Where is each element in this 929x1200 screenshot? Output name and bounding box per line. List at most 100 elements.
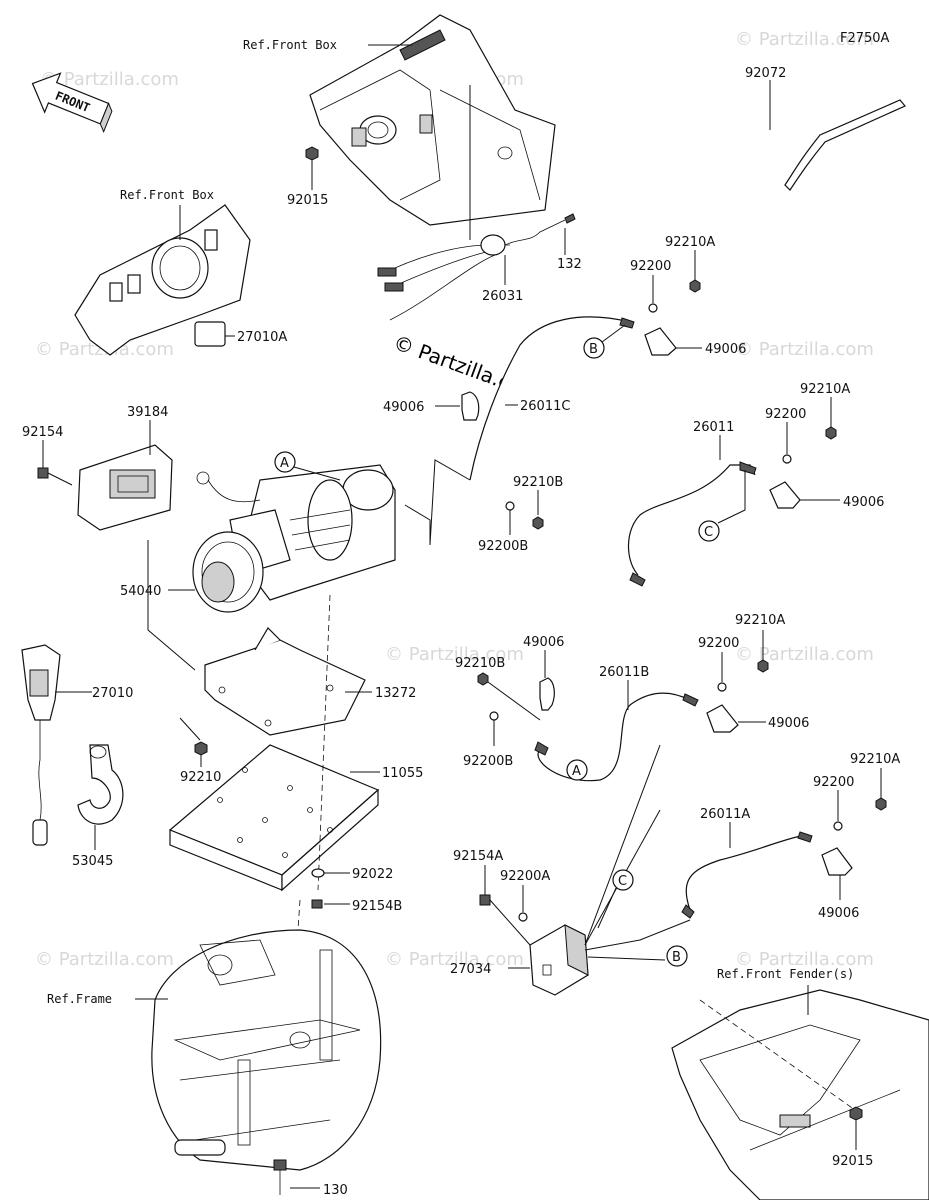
callout-c: C bbox=[704, 525, 713, 540]
frame-illustration bbox=[151, 929, 382, 1171]
bolt-icon bbox=[311, 899, 323, 909]
washer-icon bbox=[648, 303, 658, 313]
watermark-faint: © Partzilla.com bbox=[35, 949, 174, 970]
nut-icon bbox=[477, 672, 489, 686]
part-130: 130 bbox=[323, 1183, 348, 1198]
part-49006-5: 49006 bbox=[768, 716, 809, 731]
callout-c-circle bbox=[698, 520, 720, 542]
watermark-faint: © Partzilla.com bbox=[735, 949, 874, 970]
front-arrow-shadow bbox=[99, 102, 113, 134]
front-fender-illustration bbox=[671, 989, 929, 1200]
washer-icon bbox=[717, 682, 727, 692]
bracket-13272 bbox=[204, 627, 366, 736]
front-box-top-illustration bbox=[309, 14, 556, 226]
cable-26011 bbox=[627, 464, 756, 576]
part-26031: 26031 bbox=[482, 289, 523, 304]
ref-front-fenders: Ref.Front Fender(s) bbox=[717, 967, 854, 981]
boot-49006 bbox=[769, 481, 801, 509]
callout-c: C bbox=[618, 874, 627, 889]
nut-icon bbox=[194, 741, 208, 756]
cable-tie bbox=[784, 99, 906, 191]
watermark-faint: © Partzilla.com bbox=[735, 644, 874, 665]
part-92154a: 92154A bbox=[453, 849, 503, 864]
cable-26011b bbox=[537, 692, 691, 782]
cable-26011a bbox=[685, 834, 806, 911]
part-27010: 27010 bbox=[92, 686, 133, 701]
part-26011c: 26011C bbox=[520, 399, 570, 414]
nut-icon bbox=[689, 279, 701, 293]
part-92210b-1: 92210B bbox=[513, 475, 563, 490]
ref-front-box-left: Ref.Front Box bbox=[120, 188, 214, 202]
part-26011: 26011 bbox=[693, 420, 734, 435]
part-92210: 92210 bbox=[180, 770, 221, 785]
part-92200-4: 92200 bbox=[813, 775, 854, 790]
part-92210b-2: 92210B bbox=[455, 656, 505, 671]
callout-a-circle bbox=[274, 451, 296, 473]
watermark-faint: © Partzilla.com bbox=[385, 949, 524, 970]
plate-11055 bbox=[168, 744, 380, 892]
hook-53045 bbox=[77, 744, 124, 825]
nut-icon bbox=[825, 426, 837, 440]
part-92015-bottom: 92015 bbox=[832, 1154, 873, 1169]
front-box-left-illustration bbox=[74, 204, 251, 356]
watermark-faint: © Partzilla.com bbox=[735, 29, 874, 50]
part-13272: 13272 bbox=[375, 686, 416, 701]
part-92200-2: 92200 bbox=[765, 407, 806, 422]
part-49006-1: 49006 bbox=[705, 342, 746, 357]
boot-49006 bbox=[644, 327, 677, 356]
part-92210a-2: 92210A bbox=[800, 382, 850, 397]
part-92154b: 92154B bbox=[352, 899, 402, 914]
ref-frame: Ref.Frame bbox=[47, 992, 112, 1006]
switch-27010a bbox=[194, 321, 226, 347]
bolt-icon bbox=[273, 1159, 287, 1171]
part-49006-6: 49006 bbox=[818, 906, 859, 921]
part-27034: 27034 bbox=[450, 962, 491, 977]
part-92200a: 92200A bbox=[500, 869, 550, 884]
washer-icon bbox=[311, 868, 325, 878]
part-39184: 39184 bbox=[127, 405, 168, 420]
part-92210a-3: 92210A bbox=[735, 613, 785, 628]
part-26011b: 26011B bbox=[599, 665, 649, 680]
part-92154: 92154 bbox=[22, 425, 63, 440]
wire-harness-26031 bbox=[377, 213, 576, 321]
nut-icon bbox=[875, 797, 887, 811]
part-49006-2: 49006 bbox=[383, 400, 424, 415]
part-49006-3: 49006 bbox=[843, 495, 884, 510]
boot-49006 bbox=[821, 847, 853, 876]
fairlead-39184 bbox=[77, 444, 173, 531]
callout-a-circle bbox=[566, 759, 588, 781]
callout-c-circle bbox=[612, 869, 634, 891]
callout-b-circle bbox=[583, 337, 605, 359]
watermark-faint: © Partzilla.com bbox=[735, 339, 874, 360]
nut-icon bbox=[849, 1106, 863, 1121]
callout-a: A bbox=[572, 764, 581, 779]
part-92200-1: 92200 bbox=[630, 259, 671, 274]
nut-icon bbox=[757, 659, 769, 673]
remote-27010 bbox=[21, 644, 61, 846]
washer-icon bbox=[489, 711, 499, 721]
part-132: 132 bbox=[557, 257, 582, 272]
part-92022: 92022 bbox=[352, 867, 393, 882]
boot-49006 bbox=[539, 677, 555, 711]
ref-front-box-top: Ref.Front Box bbox=[243, 38, 337, 52]
part-11055: 11055 bbox=[382, 766, 423, 781]
callout-b-circle bbox=[666, 945, 688, 967]
part-92200b-1: 92200B bbox=[478, 539, 528, 554]
boot-49006 bbox=[461, 391, 480, 421]
part-92210a-4: 92210A bbox=[850, 752, 900, 767]
nut-icon bbox=[305, 146, 319, 161]
winch-54040 bbox=[192, 464, 396, 613]
part-49006-4: 49006 bbox=[523, 635, 564, 650]
part-92072: 92072 bbox=[745, 66, 786, 81]
part-92200b-2: 92200B bbox=[463, 754, 513, 769]
part-26011a: 26011A bbox=[700, 807, 750, 822]
boot-49006 bbox=[706, 704, 739, 733]
part-53045: 53045 bbox=[72, 854, 113, 869]
bolt-icon bbox=[479, 894, 491, 906]
washer-icon bbox=[518, 912, 528, 922]
callout-b: B bbox=[589, 342, 598, 357]
part-27010a: 27010A bbox=[237, 330, 287, 345]
part-92015-top: 92015 bbox=[287, 193, 328, 208]
washer-icon bbox=[505, 501, 515, 511]
